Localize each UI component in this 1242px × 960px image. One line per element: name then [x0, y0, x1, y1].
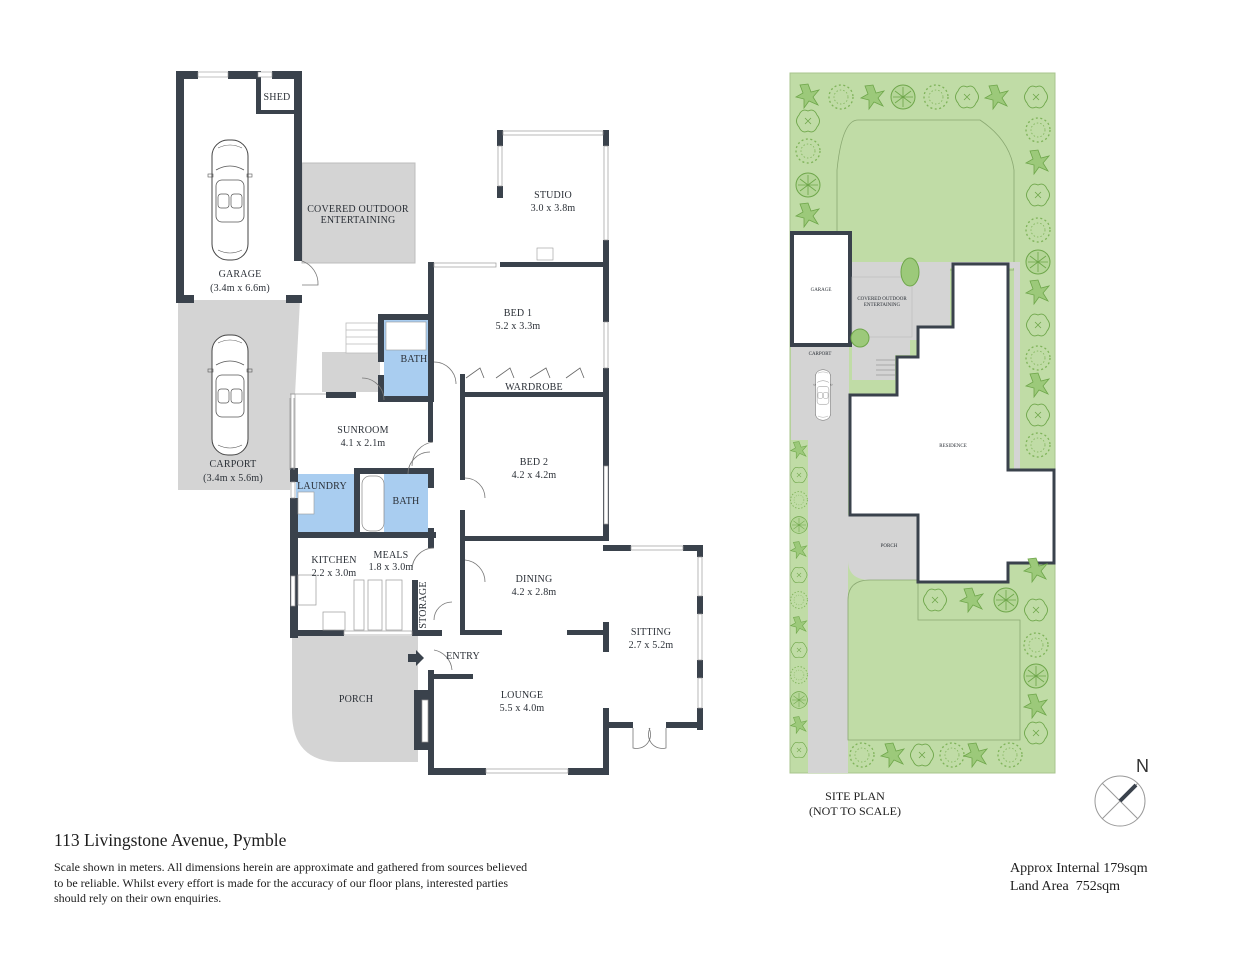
room-label-lounge: LOUNGE — [501, 690, 543, 701]
room-label-storage: STORAGE — [418, 581, 429, 628]
room-dims-carport: (3.4m x 5.6m) — [203, 473, 263, 484]
room-label-dining: DINING — [516, 574, 553, 585]
room-label-garage: GARAGE — [219, 269, 262, 280]
room-label-kitchen: KITCHEN — [311, 555, 356, 566]
site-garage — [790, 231, 852, 347]
room-label-sunroom: SUNROOM — [337, 425, 388, 436]
room-label-laundry: LAUNDRY — [297, 481, 347, 492]
room-label-meals: MEALS — [374, 550, 409, 561]
site-residence — [848, 262, 1056, 584]
room-label-carport: CARPORT — [210, 459, 257, 470]
approx-internal-area: Approx Internal 179sqm — [1010, 861, 1148, 876]
room-dims-bed2: 4.2 x 4.2m — [512, 470, 557, 481]
room-label-sitting: SITTING — [631, 627, 671, 638]
disclaimer-text: Scale shown in meters. All dimensions he… — [54, 860, 528, 905]
land-area: Land Area 752sqm — [1010, 879, 1121, 894]
site-label-covered-1: COVERED OUTDOOR — [857, 297, 907, 302]
room-dims-lounge: 5.5 x 4.0m — [500, 703, 545, 714]
site-plan — [789, 72, 1056, 774]
room-label-bed2: BED 2 — [520, 457, 549, 468]
room-label-bed1: BED 1 — [504, 308, 533, 319]
north-label: N — [1136, 756, 1149, 776]
site-label-garage: GARAGE — [811, 288, 832, 293]
room-dims-sunroom: 4.1 x 2.1m — [341, 438, 386, 449]
room-label-bath-upper: BATH — [401, 354, 428, 365]
room-dims-dining: 4.2 x 2.8m — [512, 587, 557, 598]
room-label-shed: SHED — [264, 92, 291, 103]
car-icon — [207, 139, 253, 261]
property-address: 113 Livingstone Avenue, Pymble — [54, 830, 287, 850]
site-label-carport: CARPORT — [809, 352, 832, 357]
room-label-entry: ENTRY — [446, 651, 480, 662]
room-label-covered-outdoor: COVERED OUTDOOR — [307, 204, 409, 215]
floor-plan — [176, 71, 703, 775]
room-dims-sitting: 2.7 x 5.2m — [629, 640, 674, 651]
room-dims-meals: 1.8 x 3.0m — [369, 562, 414, 573]
site-label-covered-2: ENTERTAINING — [864, 303, 901, 308]
room-dims-garage: (3.4m x 6.6m) — [210, 283, 270, 294]
site-label-porch: PORCH — [881, 544, 898, 549]
site-plan-caption-line1: SITE PLAN — [825, 789, 885, 803]
room-label-bath-lower: BATH — [393, 496, 420, 507]
car-icon — [207, 334, 253, 456]
driveway — [808, 430, 848, 773]
room-dims-kitchen: 2.2 x 3.0m — [312, 568, 357, 579]
room-dims-studio: 3.0 x 3.8m — [531, 203, 576, 214]
room-label-studio: STUDIO — [534, 190, 572, 201]
entry-arrow-icon — [408, 650, 424, 666]
room-label-covered-outdoor-2: ENTERTAINING — [321, 215, 396, 226]
site-label-residence: RESIDENCE — [939, 444, 967, 449]
north-compass-icon — [1094, 775, 1146, 827]
site-plan-caption: SITE PLAN (NOT TO SCALE) — [790, 789, 920, 819]
area-summary: Approx Internal 179sqm Land Area 752sqm — [1010, 860, 1148, 896]
site-plan-caption-line2: (NOT TO SCALE) — [808, 804, 901, 818]
room-label-wardrobe: WARDROBE — [505, 382, 563, 393]
porch-area — [292, 636, 418, 762]
bath-lower-fill — [384, 474, 428, 532]
covered-outdoor-area — [301, 162, 416, 264]
room-label-porch: PORCH — [339, 694, 373, 705]
room-dims-bed1: 5.2 x 3.3m — [496, 321, 541, 332]
